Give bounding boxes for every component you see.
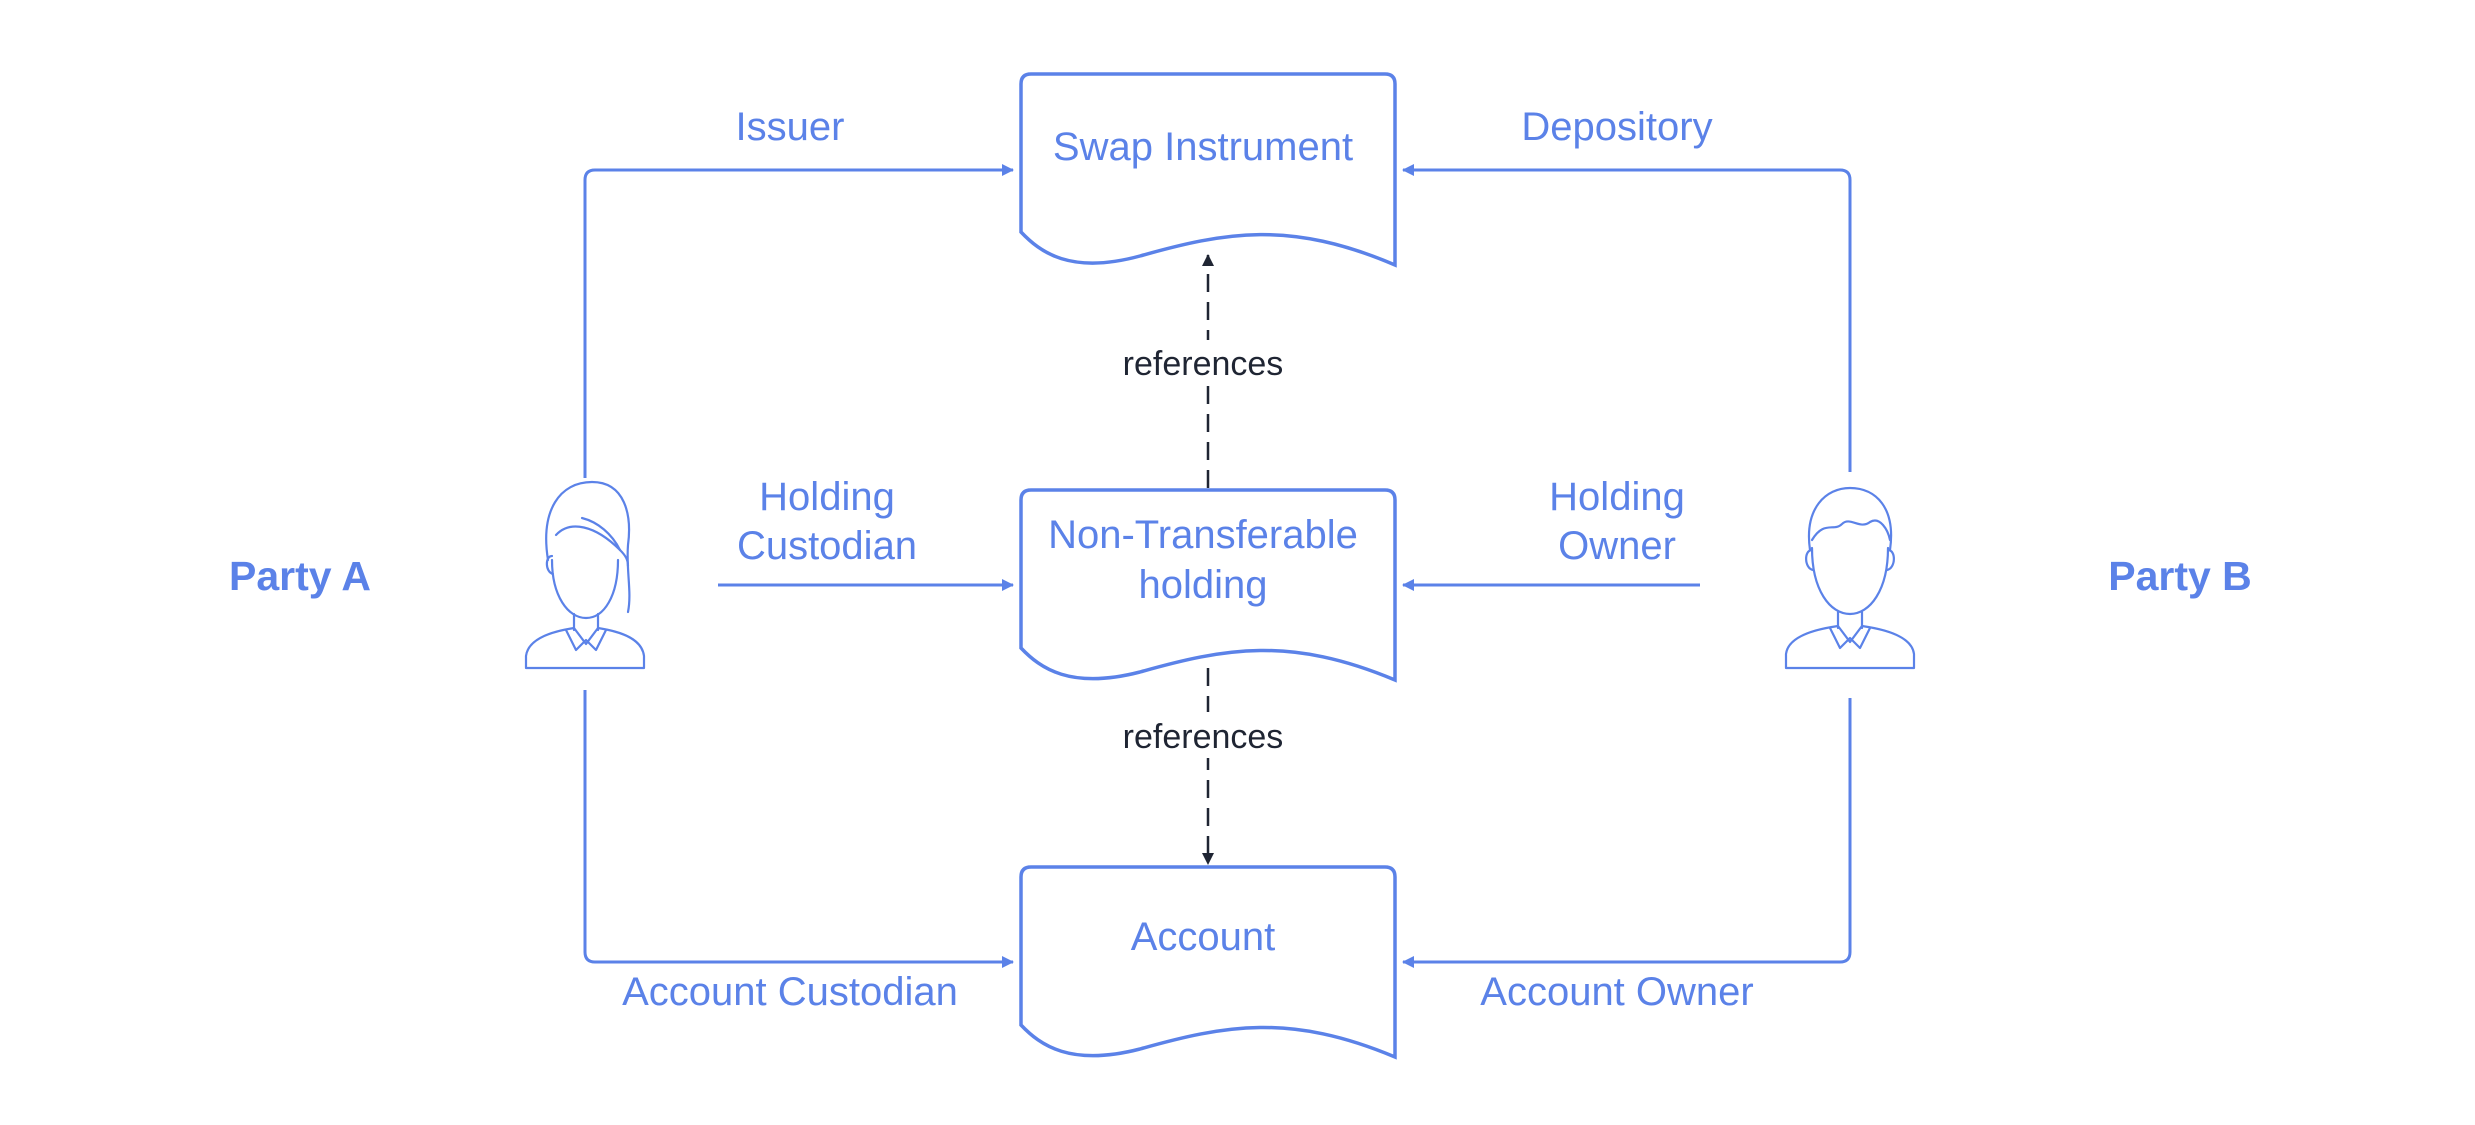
holding-label-line1: Non-Transferable — [1048, 513, 1358, 557]
account-custodian-label: Account Custodian — [622, 970, 958, 1014]
account-owner-edge — [1402, 698, 1852, 968]
account-owner-label: Account Owner — [1480, 970, 1753, 1014]
references-down-label-bg — [1120, 712, 1296, 758]
female-user-icon — [524, 480, 646, 670]
holding-owner-label-line2: Owner — [1558, 524, 1676, 568]
account-label: Account — [1131, 915, 1276, 959]
issuer-edge — [583, 164, 1014, 478]
references-up-label-bg — [1120, 340, 1296, 386]
account-custodian-edge — [583, 690, 1014, 968]
party-a-label: Party A — [229, 553, 371, 599]
issuer-label: Issuer — [736, 105, 845, 149]
non-transferable-holding-node — [1019, 488, 1397, 683]
holding-custodian-label-line1: Holding — [759, 475, 895, 519]
account-node — [1019, 865, 1397, 1060]
swap-instrument-label: Swap Instrument — [1053, 125, 1353, 169]
swap-instrument-node — [1019, 72, 1397, 268]
references-down-label: references — [1123, 718, 1284, 756]
holding-label-line2: holding — [1138, 563, 1267, 607]
depository-label: Depository — [1521, 105, 1712, 149]
holding-custodian-label-line2: Custodian — [737, 524, 917, 568]
male-user-icon — [1784, 486, 1916, 670]
party-b-label: Party B — [2108, 553, 2252, 599]
references-up-label: references — [1123, 345, 1284, 383]
depository-edge — [1402, 164, 1852, 472]
holding-owner-label-line1: Holding — [1549, 475, 1685, 519]
